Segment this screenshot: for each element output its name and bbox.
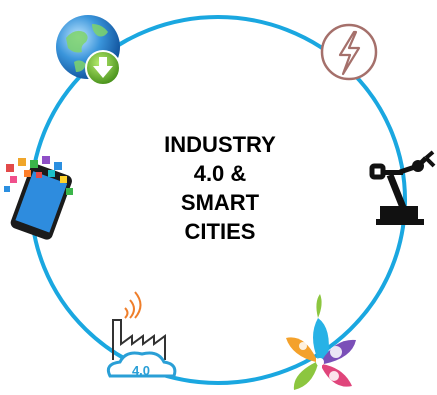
- energy-bolt-icon: [320, 23, 378, 81]
- title-line-3: SMART: [180, 190, 260, 215]
- center-title: INDUSTRY 4.0 & SMART CITIES: [150, 130, 290, 246]
- factory-4-0-label: 4.0: [132, 363, 150, 378]
- title-line-4: CITIES: [184, 219, 256, 244]
- factory-4-0-icon: 4.0: [106, 291, 177, 378]
- title-line-1: INDUSTRY: [164, 132, 276, 157]
- smartphone-apps-icon: [4, 156, 73, 240]
- robot-arm-icon: [369, 150, 436, 225]
- globe-download-icon: [56, 15, 121, 86]
- smart-city-services-icon: [286, 294, 356, 390]
- title-line-2: 4.0 &: [193, 161, 247, 186]
